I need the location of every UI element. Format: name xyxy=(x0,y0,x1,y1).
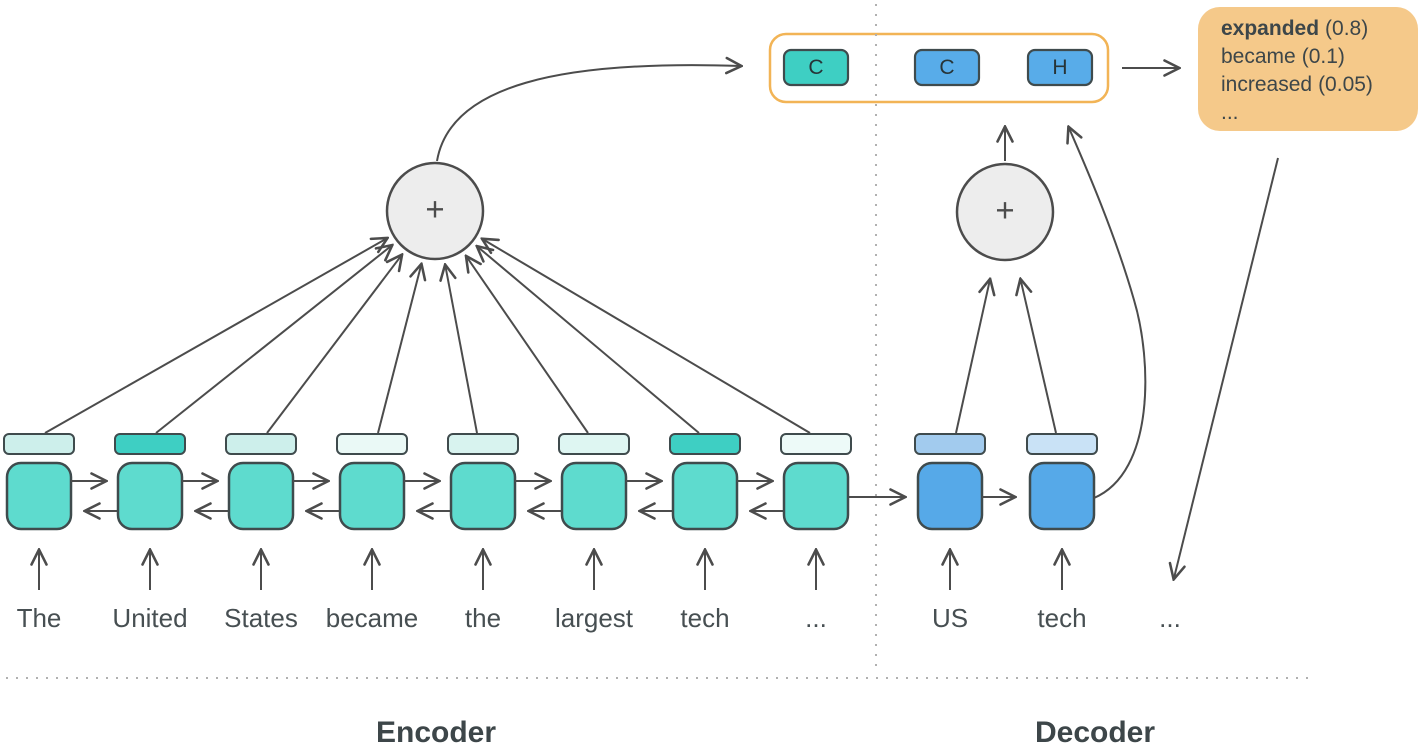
encoder-sum-circle xyxy=(385,161,485,261)
encoder-attention-bar xyxy=(669,433,741,455)
encoder-rnn-cell xyxy=(5,461,73,531)
encoder-word: ... xyxy=(805,603,827,633)
encoder-sum-plus: + xyxy=(425,190,445,228)
decoder-attention-arrow xyxy=(955,280,990,434)
output-line: became(0.1) xyxy=(1221,43,1413,71)
decoder-word: ... xyxy=(1159,603,1181,633)
output-line: increased(0.05) xyxy=(1221,71,1413,99)
decoder-sum-circle xyxy=(955,162,1055,262)
encoder-rnn-cell xyxy=(782,461,850,531)
output-line: ... xyxy=(1221,99,1413,127)
context-unit-label-c1: C xyxy=(808,56,824,79)
encoder-attention-bar xyxy=(225,433,297,455)
encoder-attention-arrow xyxy=(445,266,478,434)
rnn-columns-layer xyxy=(3,239,1098,590)
context-unit-c-encoder xyxy=(782,48,850,87)
encoder-attention-arrow xyxy=(155,246,391,434)
encoder-attention-bar xyxy=(447,433,519,455)
output-prob: (0.1) xyxy=(1301,45,1345,68)
encoder-attention-arrow xyxy=(377,265,421,434)
encoder-attention-bar xyxy=(558,433,630,455)
encoder-word: tech xyxy=(680,603,730,633)
output-probabilities-box xyxy=(1198,7,1418,131)
decoder-hidden-to-h-arrow xyxy=(1069,128,1147,499)
encoder-context-arrow xyxy=(436,65,740,162)
decoder-rnn-cell xyxy=(916,461,984,531)
output-word: expanded xyxy=(1221,17,1320,40)
encoder-attention-bar xyxy=(780,433,852,455)
encoder-rnn-cell xyxy=(449,461,517,531)
encoder-rnn-cell xyxy=(560,461,628,531)
decoder-word: tech xyxy=(1037,603,1087,633)
output-word: became xyxy=(1221,45,1296,68)
encoder-word: became xyxy=(325,603,419,633)
decoder-attention-arrow xyxy=(1021,280,1057,434)
encoder-attention-arrow xyxy=(467,257,589,434)
encoder-word: The xyxy=(16,603,62,633)
output-word: increased xyxy=(1221,73,1313,96)
decoder-attention-bar xyxy=(1026,433,1098,455)
encoder-attention-bar xyxy=(336,433,408,455)
context-unit-label-c2: C xyxy=(939,56,955,79)
output-line: expanded(0.8) xyxy=(1221,15,1413,43)
decoder-rnn-cell xyxy=(1028,461,1096,531)
encoder-attention-arrow xyxy=(483,240,811,434)
encoder-word: States xyxy=(224,603,298,633)
decoder-section-label: Decoder xyxy=(1034,716,1156,749)
context-unit-c-decoder xyxy=(913,48,981,87)
decoder-sum-plus: + xyxy=(995,191,1015,229)
encoder-attention-arrow xyxy=(478,247,700,434)
encoder-rnn-cell xyxy=(671,461,739,531)
decoder-attention-bar xyxy=(914,433,986,455)
encoder-section-label: Encoder xyxy=(375,716,497,749)
output-probabilities-text: expanded(0.8) became(0.1) increased(0.05… xyxy=(1221,15,1413,127)
encoder-attention-bar xyxy=(3,433,75,455)
encoder-attention-arrow xyxy=(266,256,401,434)
context-unit-h-decoder xyxy=(1026,48,1094,87)
encoder-attention-bar xyxy=(114,433,186,455)
encoder-word: United xyxy=(112,603,188,633)
output-prob: (0.8) xyxy=(1325,17,1369,40)
encoder-word: largest xyxy=(554,603,634,633)
context-unit-label-h: H xyxy=(1052,56,1068,79)
encoder-rnn-cell xyxy=(116,461,184,531)
output-word: ... xyxy=(1221,101,1239,124)
encoder-attention-arrow xyxy=(44,239,386,434)
output-prob: (0.05) xyxy=(1318,73,1373,96)
decoder-word: US xyxy=(931,603,969,633)
output-feedback-arrow xyxy=(1174,157,1279,578)
encoder-rnn-cell xyxy=(338,461,406,531)
encoder-word: the xyxy=(464,603,502,633)
encoder-rnn-cell xyxy=(227,461,295,531)
